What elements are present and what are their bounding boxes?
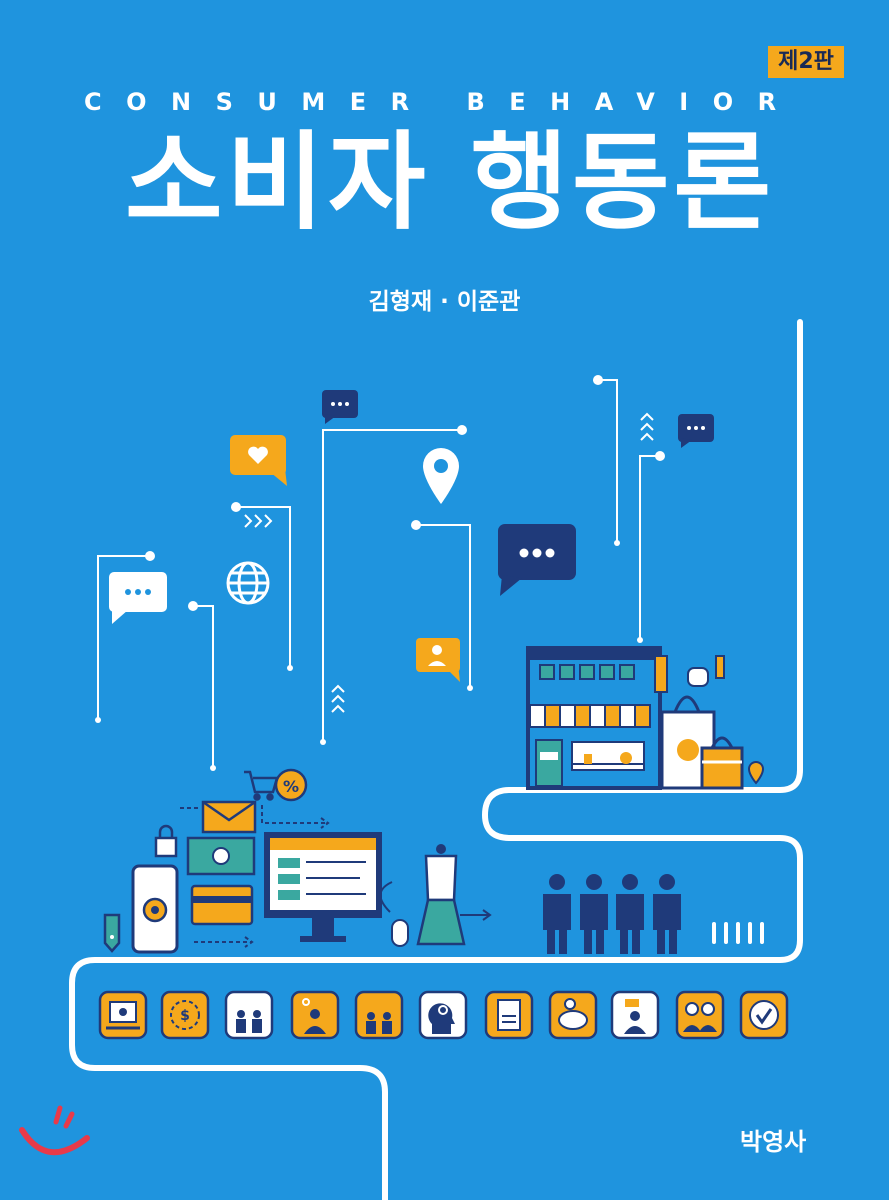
cosmetics-icon	[654, 655, 725, 693]
lock-icon	[154, 824, 178, 858]
edition-badge: 제2판	[768, 46, 844, 78]
store-icon	[526, 646, 662, 790]
ellipsis-bubble-icon	[498, 524, 576, 596]
publisher-name: 박영사	[740, 1128, 807, 1156]
gear-group-icon	[354, 990, 404, 1040]
credit-card-icon	[190, 884, 254, 926]
connector-dots	[95, 375, 665, 771]
arrow-icon	[180, 805, 492, 948]
authors: 김형재 · 이준관	[368, 289, 521, 315]
connector-lines	[97, 379, 660, 768]
shopping-bag-icon	[660, 695, 744, 790]
path-line	[69, 319, 803, 1200]
piggy-bank-icon	[548, 990, 598, 1040]
map-pin-icon	[423, 448, 459, 504]
dress-icon	[416, 844, 466, 946]
percent-icon: %	[274, 768, 308, 802]
monitor-icon	[264, 832, 382, 942]
chevron-icon	[244, 412, 654, 713]
money-cycle-icon: $	[160, 990, 210, 1040]
presenter-icon	[98, 990, 148, 1040]
chat-bubble-icon	[109, 572, 167, 624]
dollar-people-icon	[224, 990, 274, 1040]
svg-text:$: $	[180, 1008, 190, 1024]
english-title: CONSUMER BEHAVIOR	[84, 88, 801, 116]
document-icon	[484, 990, 534, 1040]
smartphone-icon	[131, 864, 179, 954]
ellipsis-bubble-icon	[678, 414, 714, 448]
svg-text:%: %	[283, 777, 299, 796]
price-tag-icon	[103, 913, 121, 953]
envelope-icon	[201, 800, 257, 834]
mouse-icon	[379, 881, 409, 947]
globe-icon	[226, 561, 270, 605]
two-people-icon	[675, 990, 725, 1040]
logo-icon	[19, 1105, 90, 1156]
gear-person-icon	[290, 990, 340, 1040]
checkmark-icon	[739, 990, 789, 1040]
ellipsis-bubble-icon	[322, 390, 358, 424]
people-icon	[543, 874, 681, 954]
shopping-cart-icon	[244, 770, 279, 801]
person-bubble-icon	[416, 638, 460, 682]
heart-bubble-icon	[230, 435, 287, 486]
page-title: 소비자 행동론	[124, 121, 776, 244]
brain-gear-icon	[418, 990, 468, 1040]
speaking-person-icon	[610, 990, 660, 1040]
cash-icon	[186, 836, 256, 876]
fence-icon	[712, 922, 764, 944]
icon-row: $	[98, 990, 789, 1040]
map-pin-icon	[747, 760, 765, 785]
